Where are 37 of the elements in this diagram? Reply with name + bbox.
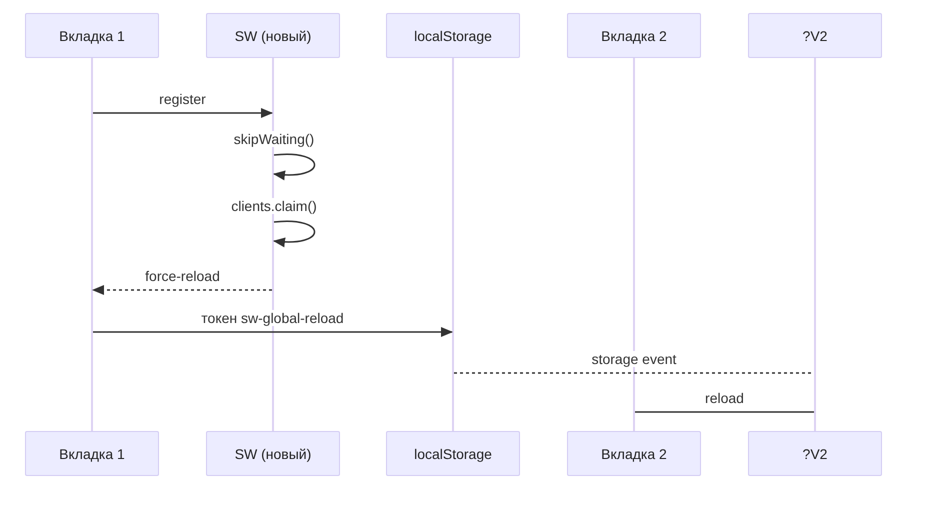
message-label: reload — [703, 390, 746, 406]
participant-name: ?V2 — [802, 28, 828, 44]
lifeline — [91, 58, 93, 431]
participant-name: Вкладка 2 — [601, 446, 667, 462]
participant-box — [748, 13, 882, 58]
lifeline — [814, 58, 816, 431]
message-label: register — [157, 91, 208, 107]
participant-box — [567, 13, 701, 58]
participant-box — [386, 431, 520, 476]
participant-box — [206, 13, 340, 58]
participant-name: Вкладка 1 — [59, 28, 125, 44]
participant-name: SW (новый) — [234, 28, 312, 44]
lifeline — [272, 58, 274, 431]
participant-box — [25, 13, 159, 58]
participant-name: localStorage — [414, 28, 492, 44]
participant-name: Вкладка 2 — [601, 28, 667, 44]
lifeline — [452, 58, 454, 431]
message-label: токен sw-global-reload — [199, 310, 346, 326]
message-arrow — [92, 285, 272, 295]
message-label: skipWaiting() — [232, 131, 316, 147]
message-label: force-reload — [143, 268, 222, 284]
participant-name: Вкладка 1 — [59, 446, 125, 462]
message-arrow — [93, 327, 453, 337]
self-message-arrow — [273, 154, 316, 180]
participant-box — [25, 431, 159, 476]
message-label: clients.claim() — [229, 198, 319, 214]
participant-box — [567, 431, 701, 476]
participant-name: localStorage — [414, 446, 492, 462]
self-message-arrow — [273, 220, 316, 247]
lifeline — [633, 58, 635, 431]
message-label: storage event — [590, 351, 678, 367]
participant-box — [206, 431, 340, 476]
participant-box — [748, 431, 882, 476]
message-arrow — [93, 108, 273, 118]
participant-name: SW (новый) — [234, 446, 312, 462]
participant-name: ?V2 — [802, 446, 828, 462]
participant-box — [386, 13, 520, 58]
